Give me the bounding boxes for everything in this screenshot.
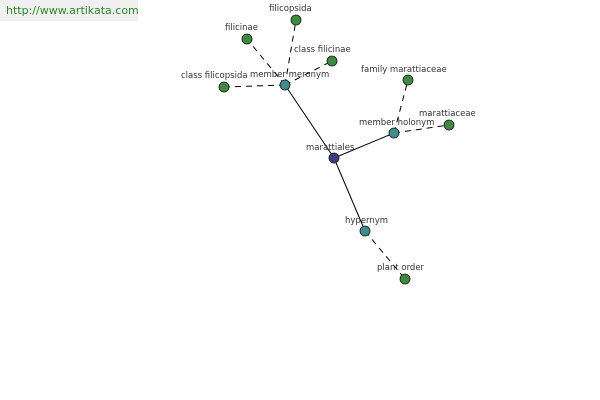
node-filicopsida[interactable] — [290, 14, 302, 26]
graph-edges — [223, 19, 450, 280]
node-filicinae[interactable] — [241, 33, 253, 45]
node-label-member-holonym[interactable]: member holonym — [359, 118, 434, 128]
node-label-plant-order[interactable]: plant order — [377, 263, 425, 273]
node-class-filicinae[interactable] — [326, 55, 338, 67]
node-family-marattiaceae[interactable] — [402, 74, 414, 86]
node-label-marattiaceae[interactable]: marattiaceae — [419, 109, 476, 119]
node-marattiales[interactable] — [328, 152, 340, 164]
node-plant-order[interactable] — [399, 273, 411, 285]
source-url-banner[interactable]: http://www.artikata.com — [0, 0, 139, 21]
node-member-holonym[interactable] — [388, 127, 400, 139]
edge-marattiales-to-member-holonym — [333, 132, 395, 159]
edge-marattiales-to-hypernym — [333, 157, 366, 232]
node-label-hypernym[interactable]: hypernym — [345, 216, 388, 226]
edge-member-holonym-to-family-marattiaceae — [393, 79, 409, 134]
graph-nodes — [218, 14, 455, 285]
node-label-class-filicopsida[interactable]: class filicopsida — [181, 71, 248, 81]
node-label-member-meronym[interactable]: member meronym — [250, 70, 329, 80]
edge-member-meronym-to-class-filicopsida — [223, 84, 286, 88]
node-label-class-filicinae[interactable]: class filicinae — [294, 45, 351, 55]
edge-member-meronym-to-filicinae — [246, 38, 286, 86]
node-member-meronym[interactable] — [279, 79, 291, 91]
edge-member-meronym-to-class-filicinae — [284, 60, 333, 86]
node-hypernym[interactable] — [359, 225, 371, 237]
edge-member-holonym-to-marattiaceae — [393, 124, 450, 134]
node-class-filicopsida[interactable] — [218, 81, 230, 93]
node-label-family-marattiaceae[interactable]: family marattiaceae — [361, 65, 447, 75]
node-label-filicopsida[interactable]: filicopsida — [269, 4, 312, 14]
edge-marattiales-to-member-meronym — [284, 84, 335, 159]
graph-labels: marattiales member meronym member holonym h… — [181, 4, 476, 273]
node-label-marattiales[interactable]: marattiales — [306, 143, 355, 153]
node-marattiaceae[interactable] — [443, 119, 455, 131]
node-label-filicinae[interactable]: filicinae — [225, 23, 258, 33]
